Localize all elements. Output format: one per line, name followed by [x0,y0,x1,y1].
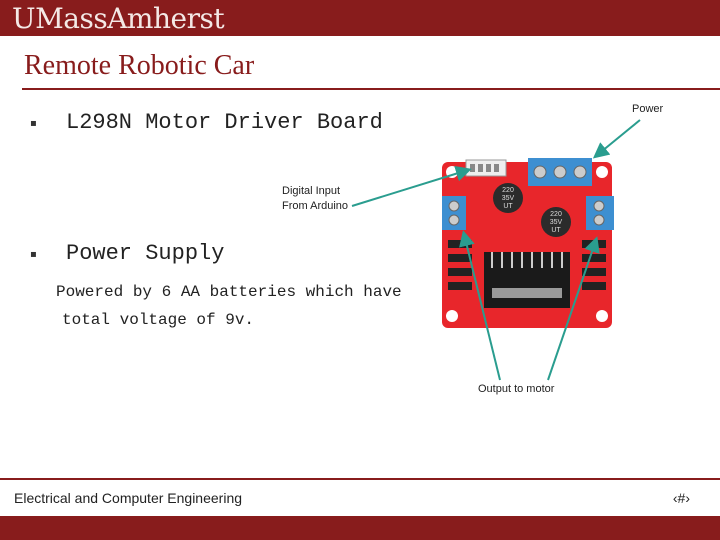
callout-output-to-motor: Output to motor [478,383,555,395]
callout-digital-line2: From Arduino [282,200,349,212]
description-line: total voltage of 9v. [62,311,255,329]
capacitor-label: UT [503,203,513,210]
bullet-text-power-supply: Power Supply [66,241,225,266]
umass-amherst-logo: UMassAmherst [12,2,225,35]
capacitor-label: 220 [550,211,562,218]
callout-power: Power [632,103,664,115]
capacitor-label: UT [551,227,561,234]
capacitor [541,207,571,237]
bullet-text-motor-driver: L298N Motor Driver Board [66,110,383,135]
title-divider [22,88,720,90]
bullet-square-icon: ▪ [30,249,37,260]
heatsink-chip [484,252,570,308]
callout-digital-input: Digital Input From Arduino [282,184,348,214]
footer-department: Electrical and Computer Engineering [14,490,243,506]
capacitor-label: 35V [502,195,515,202]
power-supply-description: Powered by 6 AA batteries which have tot… [56,278,402,334]
capacitor [493,183,523,213]
capacitor-label: 220 [502,187,514,194]
bottom-banner [0,516,720,540]
capacitor-label: 35V [550,219,563,226]
footer: Electrical and Computer Engineering ‹#› [0,478,720,516]
slide-title: Remote Robotic Car [24,50,255,81]
l298n-board-image: 220 35V UT 220 35V UT [436,156,618,332]
description-line: Powered by 6 AA batteries which have [56,283,402,301]
callout-digital-line1: Digital Input [282,185,341,197]
slide-number: ‹#› [672,490,690,506]
bullet-square-icon: ▪ [30,118,37,129]
top-banner: UMassAmherst [0,0,720,36]
arrow-power [592,119,641,159]
